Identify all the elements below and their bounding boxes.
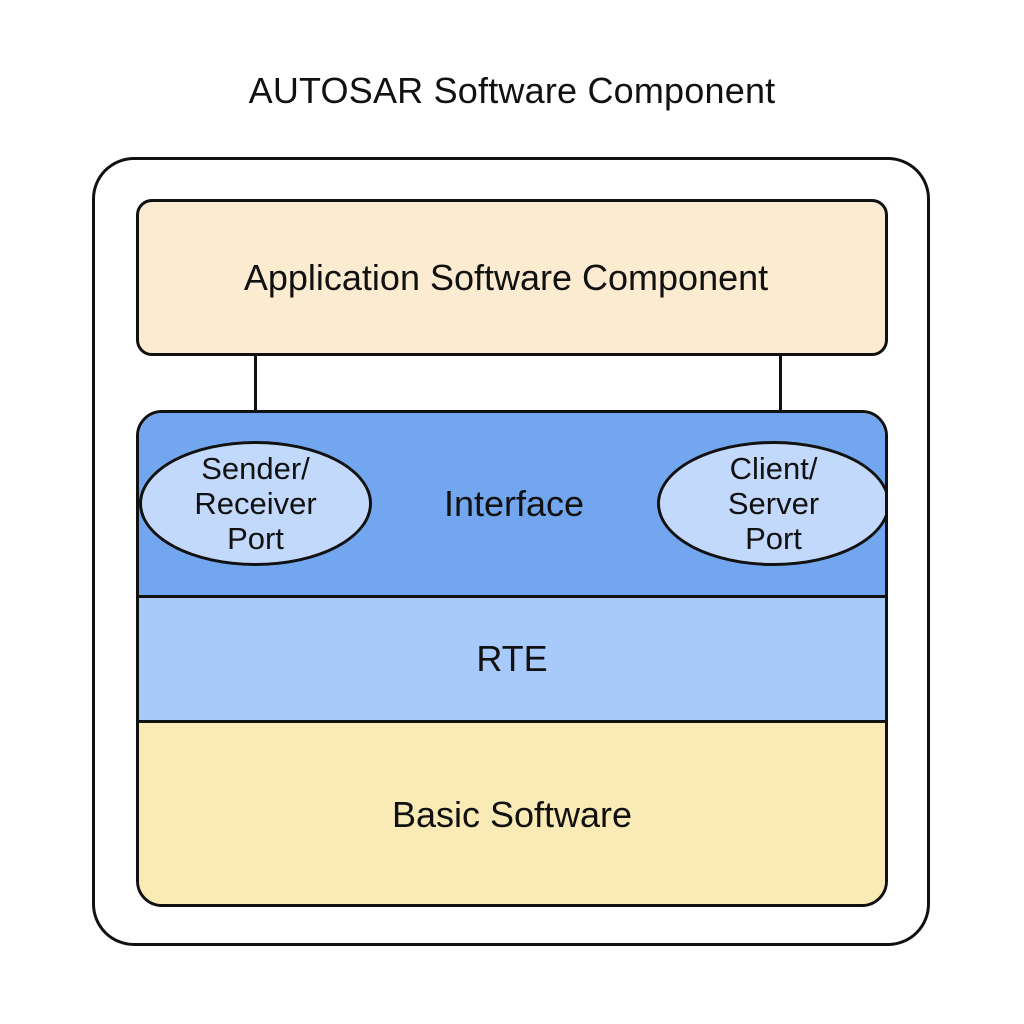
- left-connector-line: [254, 355, 257, 413]
- rte-label: RTE: [476, 638, 548, 679]
- sender-receiver-port-line1: Sender/: [201, 451, 310, 486]
- layer-stack: Sender/ Receiver Port Interface Client/ …: [136, 410, 888, 907]
- client-server-port-line3: Port: [745, 521, 802, 556]
- sender-receiver-port-line2: Receiver: [194, 486, 317, 521]
- interface-label: Interface: [443, 483, 585, 524]
- sender-receiver-port: Sender/ Receiver Port: [139, 441, 372, 566]
- basic-software-label: Basic Software: [391, 794, 633, 835]
- client-server-port-line2: Server: [727, 486, 820, 521]
- interface-layer: Sender/ Receiver Port Interface Client/ …: [139, 413, 885, 598]
- diagram-title: AUTOSAR Software Component: [248, 70, 776, 111]
- application-software-component-label: Application Software Component: [243, 256, 769, 298]
- basic-software-layer: Basic Software: [139, 723, 885, 904]
- rte-layer: RTE: [139, 598, 885, 723]
- client-server-port: Client/ Server Port: [657, 441, 885, 566]
- application-software-component-box: Application Software Component: [136, 199, 888, 356]
- right-connector-line: [779, 355, 782, 413]
- sender-receiver-port-line3: Port: [227, 521, 284, 556]
- client-server-port-line1: Client/: [729, 451, 818, 486]
